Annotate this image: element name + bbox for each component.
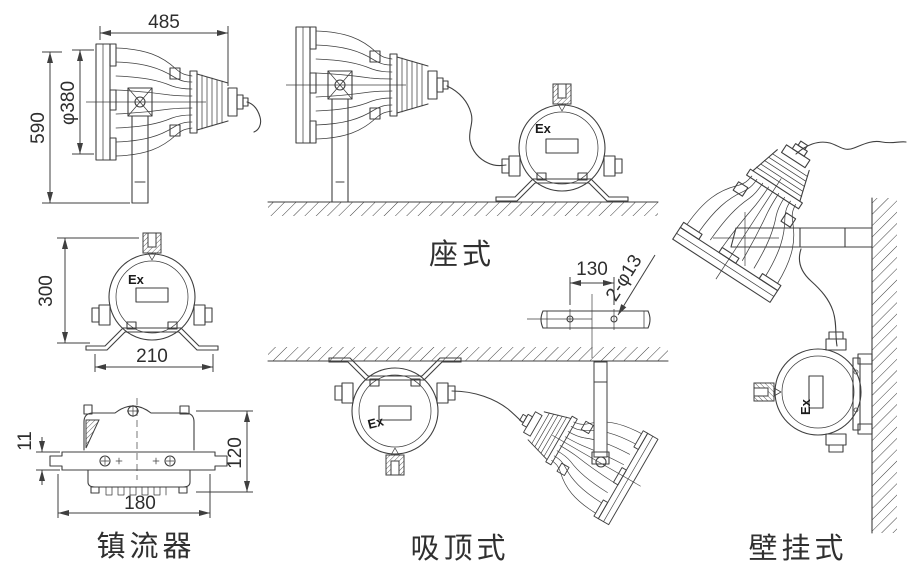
dimension-180: 180 [57,474,211,518]
dimension-11: 11 [15,431,60,485]
dim-485: 485 [148,12,180,33]
ex-mark: Ex [535,121,552,136]
figure-side-view: 485 φ380 590 [28,12,262,204]
dim-590: 590 [28,112,49,144]
figure-ballast-top-view: 11 120 180 镇流器 [15,398,253,563]
ex-mark: Ex [128,272,145,287]
dim-2-phi13: 2-φ13 [602,251,646,305]
wall-bracket-plate [852,353,873,435]
dim-phi380: φ380 [58,81,79,125]
dimension-2-phi13: 2-φ13 [602,251,656,316]
ground-hatch [268,202,658,216]
ceiling-hatch [268,347,668,361]
ex-mark: Ex [798,398,813,415]
dim-130: 130 [576,259,608,280]
cable [451,390,523,423]
label-wall-type: 壁挂式 [748,532,847,565]
dimension-phi380: φ380 [58,49,94,155]
label-ceiling-type: 吸顶式 [410,532,509,565]
hanger-pole [591,361,610,468]
figure-ceiling-mount: Ex 吸顶式 [267,347,669,565]
cable [446,85,507,167]
figure-pedestal-mount: Ex 座式 [267,26,659,271]
label-ballast: 镇流器 [96,530,195,563]
mounting-arm [713,212,873,266]
wall-hatch [872,198,897,533]
dimension-485: 485 [99,12,229,86]
figure-wall-mount: Ex 壁挂式 [666,111,907,565]
cable [798,248,838,347]
cable [795,140,907,155]
dimension-130: 130 [569,259,615,305]
dimension-590: 590 [28,51,130,204]
figure-ballast-front-view: Ex 300 210 [36,232,219,372]
dimension-210: 210 [94,346,214,372]
cable [246,101,262,133]
figure-mounting-bracket-detail: 130 2-φ13 [527,251,656,358]
dimension-300: 300 [36,237,139,344]
stand-post [127,87,153,204]
dim-120: 120 [225,437,246,469]
label-pedestal-type: 座式 [429,238,495,271]
dim-300: 300 [36,275,57,307]
dim-180: 180 [124,493,156,514]
dimension-120: 120 [196,410,253,493]
dim-11: 11 [15,431,36,451]
ex-mark: Ex [366,413,386,432]
dim-210: 210 [136,346,168,367]
